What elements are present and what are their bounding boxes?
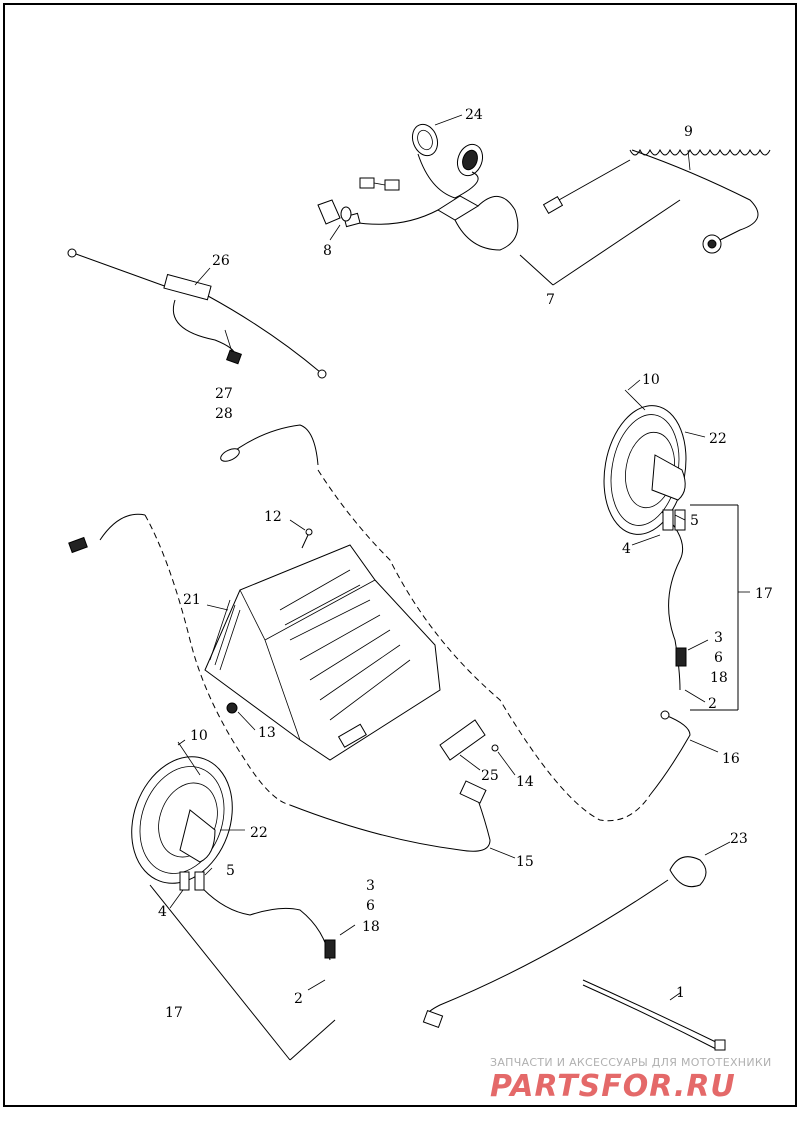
bracket-17-lower-b bbox=[289, 1019, 336, 1061]
callout-10-lower: 10 bbox=[190, 728, 208, 744]
callout-4-lower: 4 bbox=[158, 904, 167, 920]
callout-9: 9 bbox=[684, 124, 693, 140]
callout-13: 13 bbox=[258, 725, 276, 741]
callout-10-upper: 10 bbox=[642, 372, 660, 388]
watermark-tagline: ЗАПЧАСТИ И АКСЕССУАРЫ ДЛЯ МОТОТЕХНИКИ bbox=[490, 1056, 772, 1069]
callout-26: 26 bbox=[212, 253, 230, 269]
callout-1: 1 bbox=[676, 985, 685, 1001]
watermark-logo: PARTSFOR.RU bbox=[490, 1069, 736, 1104]
callout-21: 21 bbox=[183, 592, 201, 608]
callout-17-upper: 17 bbox=[755, 586, 773, 602]
callout-5-upper: 5 bbox=[690, 513, 699, 529]
callout-leader-7a bbox=[519, 254, 554, 286]
callout-6-lower: 6 bbox=[366, 898, 375, 914]
cable-tie bbox=[582, 979, 726, 1051]
callout-27: 27 bbox=[215, 386, 233, 402]
callout-18-upper: 18 bbox=[710, 670, 728, 686]
callout-2-upper: 2 bbox=[708, 696, 717, 712]
diagram-frame bbox=[3, 3, 797, 1107]
bracket-25 bbox=[439, 719, 499, 761]
screw-12 bbox=[301, 528, 313, 549]
callout-4-upper: 4 bbox=[622, 541, 631, 557]
cable-dash-2 bbox=[144, 514, 291, 806]
coiled-cord bbox=[542, 148, 771, 254]
callout-6-upper: 6 bbox=[714, 650, 723, 666]
wiring-harness-26 bbox=[67, 248, 327, 379]
callout-16: 16 bbox=[722, 751, 740, 767]
callout-15: 15 bbox=[516, 854, 534, 870]
callout-28: 28 bbox=[215, 406, 233, 422]
cable-dash-1 bbox=[317, 469, 651, 822]
amplifier-unit bbox=[204, 544, 441, 761]
callout-3-lower: 3 bbox=[366, 878, 375, 894]
cable-16 bbox=[649, 714, 691, 796]
lead-left bbox=[99, 513, 146, 541]
callout-7: 7 bbox=[546, 292, 555, 308]
headset-assembly bbox=[343, 123, 519, 251]
callout-5-lower: 5 bbox=[226, 863, 235, 879]
callout-17-lower: 17 bbox=[165, 1005, 183, 1021]
callout-14: 14 bbox=[516, 774, 534, 790]
speaker-lower-left bbox=[131, 741, 336, 961]
callout-23: 23 bbox=[730, 831, 748, 847]
speaker-upper-right bbox=[603, 389, 687, 691]
callout-8: 8 bbox=[323, 243, 332, 259]
callout-22-upper: 22 bbox=[709, 431, 727, 447]
callout-leader-7b bbox=[552, 199, 681, 286]
callout-25: 25 bbox=[481, 768, 499, 784]
cable-15 bbox=[289, 799, 491, 852]
jack-plug bbox=[317, 199, 352, 225]
callout-2-lower: 2 bbox=[294, 991, 303, 1007]
bracket-17-lower-a bbox=[149, 884, 291, 1061]
callout-22-lower: 22 bbox=[250, 825, 268, 841]
leader-lines bbox=[169, 114, 750, 1001]
antenna-lead bbox=[224, 424, 319, 466]
callout-18-lower: 18 bbox=[362, 919, 380, 935]
callout-12: 12 bbox=[264, 509, 282, 525]
callout-24: 24 bbox=[465, 107, 483, 123]
callout-3-upper: 3 bbox=[714, 630, 723, 646]
gps-antenna bbox=[422, 856, 707, 1029]
